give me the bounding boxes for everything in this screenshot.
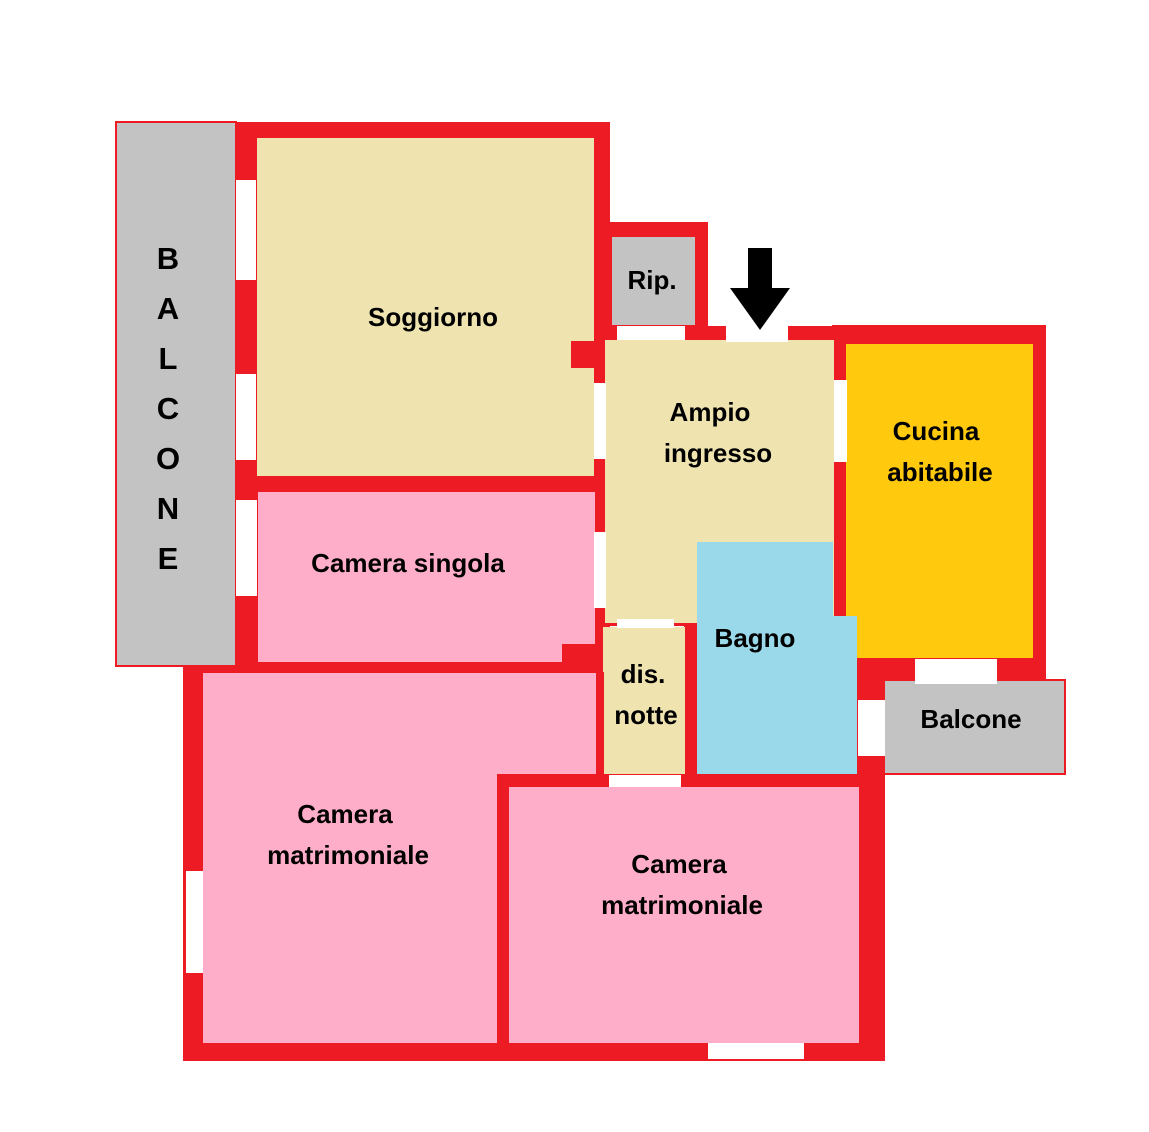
door-singola (594, 532, 606, 608)
window-soggiorno-2 (236, 374, 256, 460)
ripostiglio-label: Rip. (627, 265, 676, 295)
door-entrance (726, 326, 788, 342)
ingresso-label-line1: Ampio (670, 397, 751, 427)
door-kitchen (834, 380, 847, 462)
wall-master-divider-v (497, 774, 509, 1044)
window-kitchen-balcony (915, 659, 997, 684)
disimpegno-label-line2: notte (614, 700, 678, 730)
window-singola (236, 500, 257, 596)
room-ripostiglio (612, 237, 695, 325)
wall-master-top (596, 672, 604, 787)
bagno-label: Bagno (715, 623, 796, 653)
wall-single-corner (562, 644, 603, 672)
wall-ingresso-nook (571, 341, 605, 368)
balcone-right-label: Balcone (920, 704, 1021, 734)
balcony-left (115, 121, 237, 667)
room-camera-singola (258, 492, 595, 662)
camera-singola-label: Camera singola (311, 548, 505, 578)
matrimoniale-right-label-line2: matrimoniale (601, 890, 763, 920)
door-ripostiglio (617, 326, 685, 340)
door-master-right (609, 775, 681, 787)
window-bagno (858, 700, 885, 756)
room-bagno (697, 542, 857, 774)
window-soggiorno-1 (236, 180, 256, 280)
matrimoniale-right-label-line1: Camera (631, 849, 727, 879)
openings (186, 180, 997, 1059)
window-master-right (708, 1043, 804, 1059)
room-cucina (846, 344, 1033, 658)
room-disimpegno (603, 627, 685, 774)
door-disimpegno (617, 619, 674, 628)
window-master-left (186, 871, 203, 973)
ingresso-label-line2: ingresso (664, 438, 772, 468)
room-camera-matrimoniale-right (508, 787, 859, 1043)
cucina-label-line1: Cucina (893, 416, 980, 446)
down-arrow-icon (730, 248, 790, 330)
door-soggiorno (594, 383, 606, 459)
wall-master-divider (497, 774, 617, 787)
matrimoniale-left-label-line1: Camera (297, 799, 393, 829)
matrimoniale-left-label-line2: matrimoniale (267, 840, 429, 870)
room-soggiorno (257, 138, 594, 476)
cucina-label-line2: abitabile (887, 457, 992, 487)
disimpegno-label-line1: dis. (621, 659, 666, 689)
soggiorno-label: Soggiorno (368, 302, 498, 332)
